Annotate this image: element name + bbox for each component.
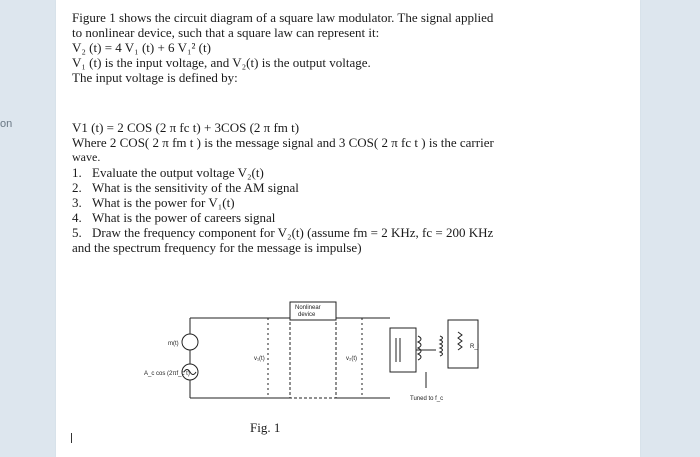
side-fragment: on: [0, 118, 13, 130]
question-text: What is the sensitivity of the AM signal: [92, 180, 299, 195]
question-item: 5. Draw the frequency component for V₂(t)…: [72, 225, 632, 240]
where-continued: wave.: [72, 150, 101, 164]
question-item: 1. Evaluate the output voltage V₂(t): [72, 165, 632, 180]
v1-equation: V1 (t) = 2 COS (2 π fc t) + 3COS (2 π fm…: [72, 120, 300, 135]
intro-line-1: Figure 1 shows the circuit diagram of a …: [72, 10, 494, 25]
circuit-diagram: Nonlinear device m(t) A_c cos (2πf_c t) …: [144, 301, 479, 402]
cursor-mark: [71, 433, 72, 443]
v2-label: v₂(t): [346, 356, 357, 362]
box-label-2: device: [298, 312, 316, 318]
question-number: 2.: [72, 180, 82, 195]
problem-body: V1 (t) = 2 COS (2 π fc t) + 3COS (2 π fm…: [72, 120, 632, 255]
question-number: 4.: [72, 210, 82, 225]
load-label: R_l: [470, 344, 479, 350]
input-voltage-intro: The input voltage is defined by:: [72, 70, 238, 85]
tuned-label: Tuned to f_c: [410, 396, 443, 402]
document-page: Figure 1 shows the circuit diagram of a …: [56, 0, 640, 457]
v1-label: v₁(t): [254, 356, 265, 362]
message-label: m(t): [168, 341, 179, 347]
intro-line-2: to nonlinear device, such that a square …: [72, 25, 380, 40]
where-line: Where 2 COS( 2 π fm t ) is the message s…: [72, 135, 494, 150]
question-text: What is the power of careers signal: [92, 210, 276, 225]
box-label-1: Nonlinear: [295, 305, 321, 311]
square-law-equation: V₂ (t) = 4 V₁ (t) + 6 V₁² (t): [72, 40, 211, 55]
question-number: 5.: [72, 225, 82, 240]
question-number: 1.: [72, 165, 82, 180]
voltage-definition: V₁ (t) is the input voltage, and V₂(t) i…: [72, 55, 371, 70]
question-5-continued: and the spectrum frequency for the messa…: [72, 240, 362, 255]
question-item: 4. What is the power of careers signal: [72, 210, 632, 225]
question-list: 1. Evaluate the output voltage V₂(t) 2. Wh…: [72, 165, 632, 240]
carrier-label: A_c cos (2πf_c t): [144, 371, 190, 377]
question-text: What is the power for V₁(t): [92, 195, 235, 210]
question-item: 2. What is the sensitivity of the AM sign…: [72, 180, 632, 195]
question-item: 3. What is the power for V₁(t): [72, 195, 632, 210]
figure-caption: Fig. 1: [250, 420, 281, 435]
problem-intro: Figure 1 shows the circuit diagram of a …: [72, 10, 632, 85]
question-number: 3.: [72, 195, 82, 210]
question-text: Evaluate the output voltage V₂(t): [92, 165, 264, 180]
question-text: Draw the frequency component for V₂(t) (…: [92, 225, 494, 240]
